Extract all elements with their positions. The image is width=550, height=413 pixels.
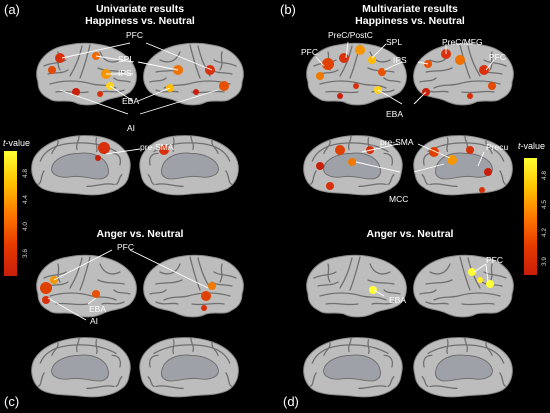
label-c-pfc: PFC	[117, 242, 134, 252]
panel-label-d: (d)	[283, 394, 299, 409]
left-colorbar	[4, 151, 17, 276]
brain-a-lateral-right	[142, 42, 245, 106]
label-b-prec-mfg: PreC/MFG	[442, 37, 483, 47]
right-colorbar	[524, 158, 537, 275]
label-d-pfc: PFC	[486, 255, 503, 265]
label-a-ai: AI	[127, 123, 135, 133]
label-b-mcc: MCC	[389, 194, 408, 204]
panel-c-brains	[31, 254, 245, 398]
panel-c-leaders	[47, 249, 209, 321]
panel-a-leaders	[59, 42, 219, 155]
panel-b-leaders	[315, 41, 495, 173]
panel-c-activations	[40, 276, 216, 311]
panel-d-title: Anger vs. Neutral	[366, 228, 454, 240]
brain-d-lateral-left	[305, 254, 408, 318]
right-colorbar-title: t-value	[518, 141, 546, 151]
brain-c-medial-right	[139, 336, 239, 398]
panel-b-title-line2: Happiness vs. Neutral	[355, 15, 465, 27]
panel-d-brains	[303, 254, 515, 398]
label-a-ips: IPS	[118, 68, 132, 78]
label-b-presma: pre-SMA	[380, 137, 414, 147]
label-a-eba: EBA	[122, 96, 139, 106]
label-b-eba: EBA	[386, 109, 403, 119]
panel-a-title-line2: Happiness vs. Neutral	[85, 15, 195, 27]
brain-c-medial-left	[31, 336, 131, 398]
brain-a-medial-left	[31, 134, 131, 196]
label-b-pfc-right: PFC	[489, 52, 506, 62]
label-b-spl: SPL	[386, 37, 402, 47]
panel-label-c: (c)	[4, 394, 20, 409]
brain-c-lateral-right	[142, 254, 245, 318]
panel-a-title: Univariate results Happiness vs. Neutral	[60, 3, 220, 27]
panel-b-title: Multivariate results Happiness vs. Neutr…	[330, 3, 490, 27]
label-c-ai: AI	[90, 316, 98, 326]
left-colorbar-title: t-value	[3, 138, 31, 148]
brain-d-medial-right	[413, 336, 513, 398]
label-b-ips: IPS	[393, 55, 407, 65]
panel-label-a: (a)	[4, 2, 20, 17]
label-c-eba: EBA	[89, 304, 106, 314]
label-a-pfc: PFC	[126, 30, 143, 40]
panel-c-title: Anger vs. Neutral	[96, 228, 184, 240]
label-b-prec-postc: PreC/PostC	[328, 30, 373, 40]
brain-d-medial-left	[303, 336, 403, 398]
label-a-spl: SPL	[118, 54, 134, 64]
label-d-eba: EBA	[389, 295, 406, 305]
panel-d-leaders	[373, 263, 489, 297]
label-b-precu: Precu	[486, 142, 508, 152]
panel-label-b: (b)	[280, 2, 296, 17]
panel-a-title-line1: Univariate results	[95, 3, 185, 15]
panel-a-activations	[48, 52, 229, 161]
label-a-presma: pre-SMA	[140, 142, 174, 152]
panel-b-title-line1: Multivariate results	[362, 3, 458, 15]
label-b-pfc-left: PFC	[301, 47, 318, 57]
